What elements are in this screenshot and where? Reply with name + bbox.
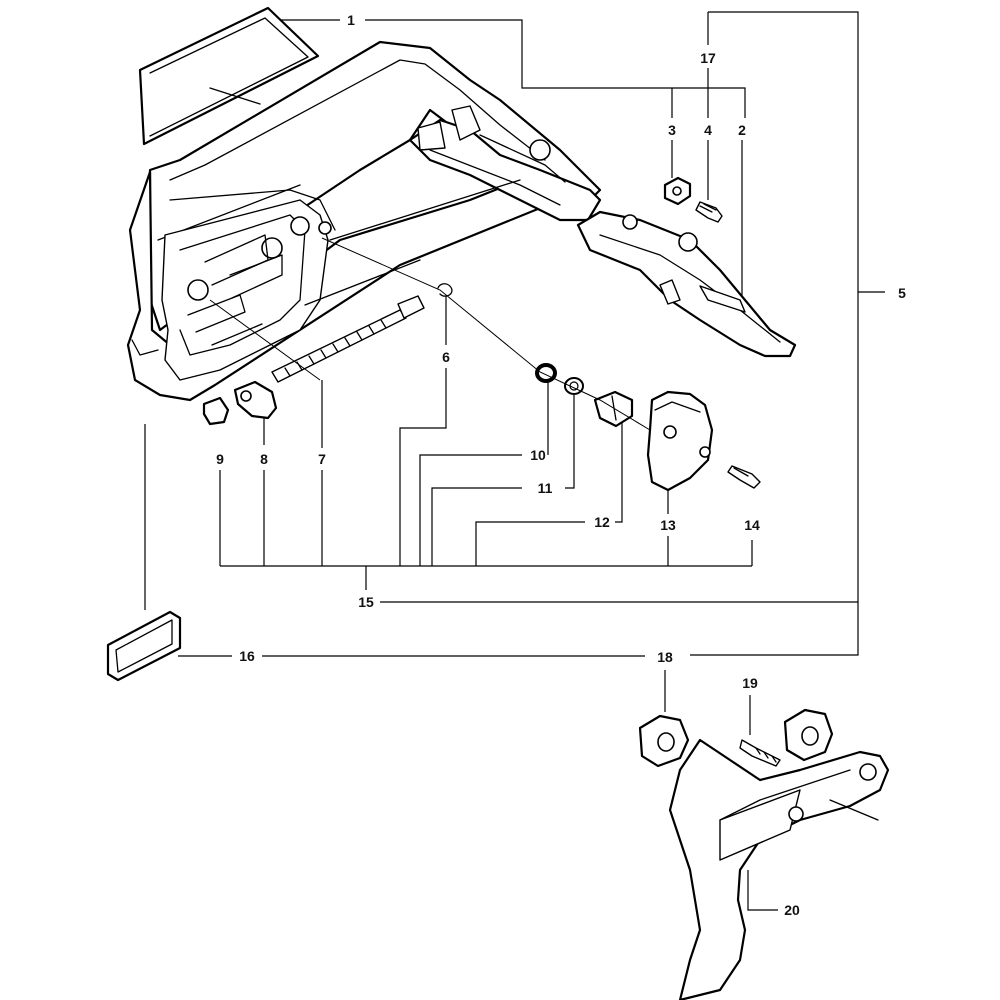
pad-part-16 [106,610,182,682]
callout-7: 7 [318,451,326,467]
callout-5: 5 [898,285,906,301]
nut-part-3 [663,176,692,206]
callout-11: 11 [538,480,553,496]
sleeve-part-8 [233,380,278,420]
callout-3: 3 [668,122,676,138]
callout-13: 13 [660,517,676,533]
callout-labels: 1 2 3 4 5 6 7 8 9 10 11 12 13 14 15 16 1… [216,12,906,918]
washer-part-11 [564,377,584,395]
cap-part-9 [202,396,230,426]
guard-plate-part [576,210,797,358]
callout-9: 9 [216,451,224,467]
decal-label-part [138,6,320,146]
screw-part-19 [739,739,781,767]
assembly-axis-lines [209,237,651,431]
clip-part-6 [437,283,453,297]
callout-16: 16 [239,648,255,664]
handle-bracket-part-20 [668,738,890,1000]
rubber-buffer-part-18b [783,708,834,762]
callout-4: 4 [704,122,712,138]
callout-17: 17 [700,50,716,66]
leader-lines [144,11,885,911]
callout-1: 1 [347,12,355,28]
o-ring-part-10 [535,363,557,383]
handle-housing-part [126,40,602,402]
callout-2: 2 [738,122,746,138]
screw-part-4 [695,201,723,223]
cover-plate-part-13 [646,390,714,492]
screw-part-14 [727,465,761,489]
callout-15: 15 [358,594,374,610]
callout-19: 19 [742,675,758,691]
callout-14: 14 [744,517,760,533]
rubber-buffer-part-18a [638,714,690,768]
adjuster-screw-part-7 [271,295,425,383]
callout-12: 12 [594,514,610,530]
callout-20: 20 [784,902,800,918]
callout-10: 10 [530,447,546,463]
callout-8: 8 [260,451,268,467]
callout-6: 6 [442,349,450,365]
callout-18: 18 [657,649,673,665]
plunger-part-12 [593,390,634,428]
